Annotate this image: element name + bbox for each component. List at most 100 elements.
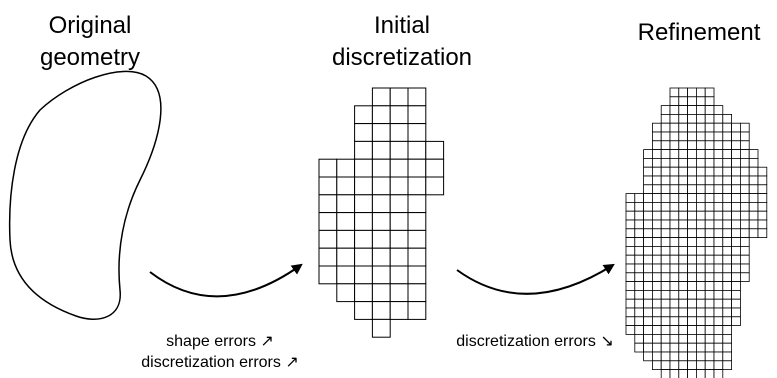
grid-cell <box>704 140 715 151</box>
grid-cell <box>696 281 706 291</box>
step1-caption-line1: shape errors ↗ <box>166 333 274 350</box>
grid-cell <box>643 263 653 274</box>
grid-cell <box>713 114 724 124</box>
grid-cell <box>354 265 373 285</box>
grid-cell <box>652 184 662 195</box>
grid-cell <box>652 281 662 291</box>
grid-cell <box>696 237 706 247</box>
grid-cell <box>731 228 741 239</box>
grid-cell <box>713 298 724 309</box>
grid-cell <box>669 369 680 378</box>
grid-cell <box>713 175 724 186</box>
grid-cell <box>669 316 680 326</box>
step1-caption-line2: discretization errors ↗ <box>141 354 299 371</box>
grid-cell <box>713 272 724 282</box>
grid-cell <box>722 114 732 124</box>
grid-cell <box>634 316 644 326</box>
grid-cell <box>625 245 636 256</box>
grid-cell <box>336 247 356 267</box>
grid-cell <box>625 254 636 265</box>
grid-cell <box>669 131 680 142</box>
grid-cell <box>371 158 391 178</box>
refinement-title: Refinement <box>614 17 777 49</box>
grid-cell <box>652 228 662 239</box>
grid-cell <box>669 201 680 212</box>
grid-cell <box>696 140 706 151</box>
grid-cell <box>634 289 644 300</box>
grid-cell <box>713 140 724 151</box>
grid-cell <box>425 140 445 160</box>
grid-cell <box>687 281 697 291</box>
grid-cell <box>731 184 741 195</box>
grid-cell <box>678 289 688 300</box>
grid-cell <box>669 342 680 353</box>
grid-cell <box>722 184 732 195</box>
grid-cell <box>678 351 688 362</box>
grid-cell <box>634 281 644 291</box>
initial-title-line1: Initial <box>373 12 431 39</box>
grid-cell <box>740 272 750 282</box>
grid-cell <box>748 193 759 203</box>
grid-cell <box>643 254 653 265</box>
grid-cell <box>722 254 732 265</box>
grid-cell <box>678 333 688 344</box>
grid-cell <box>389 140 409 160</box>
grid-cell <box>625 316 636 326</box>
grid-cell <box>713 122 724 133</box>
grid-cell <box>757 201 768 212</box>
grid-cell <box>713 210 724 221</box>
grid-cell <box>669 210 680 221</box>
grid-cell <box>731 149 741 159</box>
original-geometry-outline <box>8 70 162 320</box>
grid-cell <box>354 194 373 214</box>
grid-cell <box>660 219 671 230</box>
grid-cell <box>757 210 768 221</box>
grid-cell <box>713 166 724 177</box>
grid-cell <box>740 149 750 159</box>
grid-cell <box>731 210 741 221</box>
grid-cell <box>696 149 706 159</box>
grid-cell <box>678 307 688 318</box>
grid-cell <box>643 157 653 168</box>
grid-cell <box>713 281 724 291</box>
grid-cell <box>371 318 391 338</box>
grid-cell <box>354 229 373 249</box>
grid-cell <box>660 369 671 378</box>
grid-cell <box>678 184 688 195</box>
grid-cell <box>407 229 427 249</box>
grid-cell <box>371 87 391 107</box>
grid-cell <box>740 219 750 230</box>
grid-cell <box>407 283 427 303</box>
grid-cell <box>643 210 653 221</box>
grid-cell <box>704 369 715 378</box>
grid-cell <box>678 157 688 168</box>
grid-cell <box>704 184 715 195</box>
grid-cell <box>713 193 724 203</box>
grid-cell <box>687 219 697 230</box>
grid-cell <box>389 158 409 178</box>
grid-cell <box>740 140 750 151</box>
grid-cell <box>669 228 680 239</box>
grid-cell <box>704 105 715 115</box>
grid-cell <box>731 307 741 318</box>
grid-cell <box>643 245 653 256</box>
grid-cell <box>669 360 680 370</box>
grid-cell <box>722 307 732 318</box>
arrow-step1 <box>149 263 303 298</box>
grid-cell <box>660 131 671 142</box>
grid-cell <box>704 228 715 239</box>
grid-cell <box>722 149 732 159</box>
grid-cell <box>371 140 391 160</box>
grid-cell <box>687 149 697 159</box>
grid-cell <box>660 298 671 309</box>
grid-cell <box>371 194 391 214</box>
grid-cell <box>625 210 636 221</box>
grid-cell <box>643 289 653 300</box>
grid-cell <box>371 229 391 249</box>
grid-cell <box>389 87 409 107</box>
grid-cell <box>678 87 688 98</box>
grid-cell <box>722 342 732 353</box>
grid-cell <box>678 193 688 203</box>
step2-caption: discretization errors ↘ <box>415 331 655 352</box>
grid-cell <box>678 360 688 370</box>
